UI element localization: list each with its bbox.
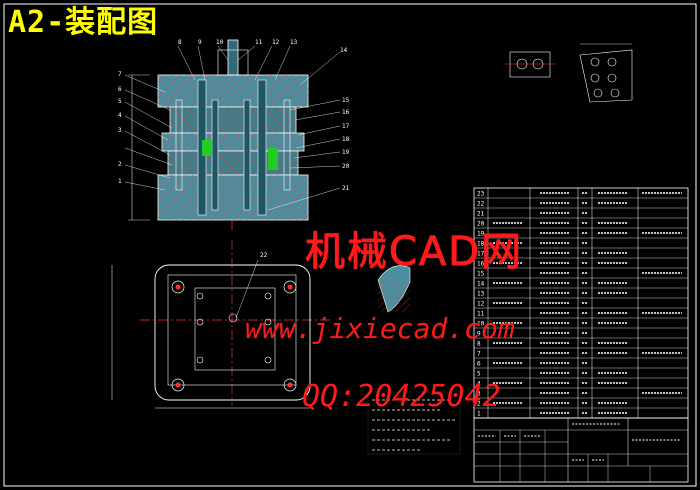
balloon-3: 3 (118, 127, 122, 134)
title-block (473, 417, 689, 483)
bom-row-number: 13 (477, 291, 485, 298)
plan-view (111, 240, 330, 409)
strip-layout-view (505, 51, 556, 78)
balloon-5: 5 (118, 98, 122, 105)
balloon-2: 2 (118, 161, 122, 168)
part-detail-view (579, 43, 633, 103)
bom-row-number: 20 (477, 221, 485, 228)
bom-row-number: 7 (477, 351, 481, 358)
bom-row-number: 23 (477, 191, 485, 198)
balloon-19: 19 (342, 149, 350, 156)
bom-row-number: 2 (477, 401, 481, 408)
section-view (124, 39, 341, 230)
bom-row-number: 1 (477, 411, 481, 418)
drawing-title: A2-装配图 (8, 5, 159, 40)
balloon-6: 6 (118, 86, 122, 93)
balloon-7: 7 (118, 71, 122, 78)
watermark-site-name: 机械CAD网 (304, 229, 524, 275)
bom-row-number: 10 (477, 321, 485, 328)
balloon-21: 21 (342, 185, 350, 192)
bom-row-number: 8 (477, 341, 481, 348)
balloon-9: 9 (198, 39, 202, 46)
bom-row-number: 22 (477, 201, 485, 208)
bom-row-number: 16 (477, 261, 485, 268)
bom-row-number: 12 (477, 301, 485, 308)
bom-row-number: 19 (477, 231, 485, 238)
balloon-11: 11 (255, 39, 263, 46)
drawing-frame (3, 3, 697, 487)
watermark-url: www.jixiecad.com (245, 312, 515, 345)
bom-row-number: 14 (477, 281, 485, 288)
balloon-15: 15 (342, 97, 350, 104)
balloon-1: 1 (118, 178, 122, 185)
balloon-22: 22 (260, 252, 268, 259)
balloon-17: 17 (342, 123, 350, 130)
balloon-12: 12 (272, 39, 280, 46)
balloon-13: 13 (290, 39, 298, 46)
bom-row-number: 6 (477, 361, 481, 368)
balloon-18: 18 (342, 136, 350, 143)
balloon-8: 8 (178, 39, 182, 46)
bom-row-number: 17 (477, 251, 485, 258)
bom-row-number: 18 (477, 241, 485, 248)
balloon-numbers: 8 9 10 11 12 13 14 7 6 5 4 3 2 1 15 16 1… (118, 39, 350, 259)
balloon-16: 16 (342, 109, 350, 116)
bom-row-number: 21 (477, 211, 485, 218)
balloon-4: 4 (118, 112, 122, 119)
bom-row-number: 15 (477, 271, 485, 278)
workpiece-detail (377, 265, 411, 313)
bom-row-number: 11 (477, 311, 485, 318)
balloon-10: 10 (216, 39, 224, 46)
bom-row-number: 5 (477, 371, 481, 378)
bom-row-number: 9 (477, 331, 481, 338)
bom-row-number: 3 (477, 391, 481, 398)
watermark-qq: QQ:20425042 (302, 379, 501, 414)
balloon-14: 14 (340, 47, 348, 54)
technical-notes (367, 391, 461, 455)
balloon-20: 20 (342, 163, 350, 170)
bom-row-number: 4 (477, 381, 481, 388)
